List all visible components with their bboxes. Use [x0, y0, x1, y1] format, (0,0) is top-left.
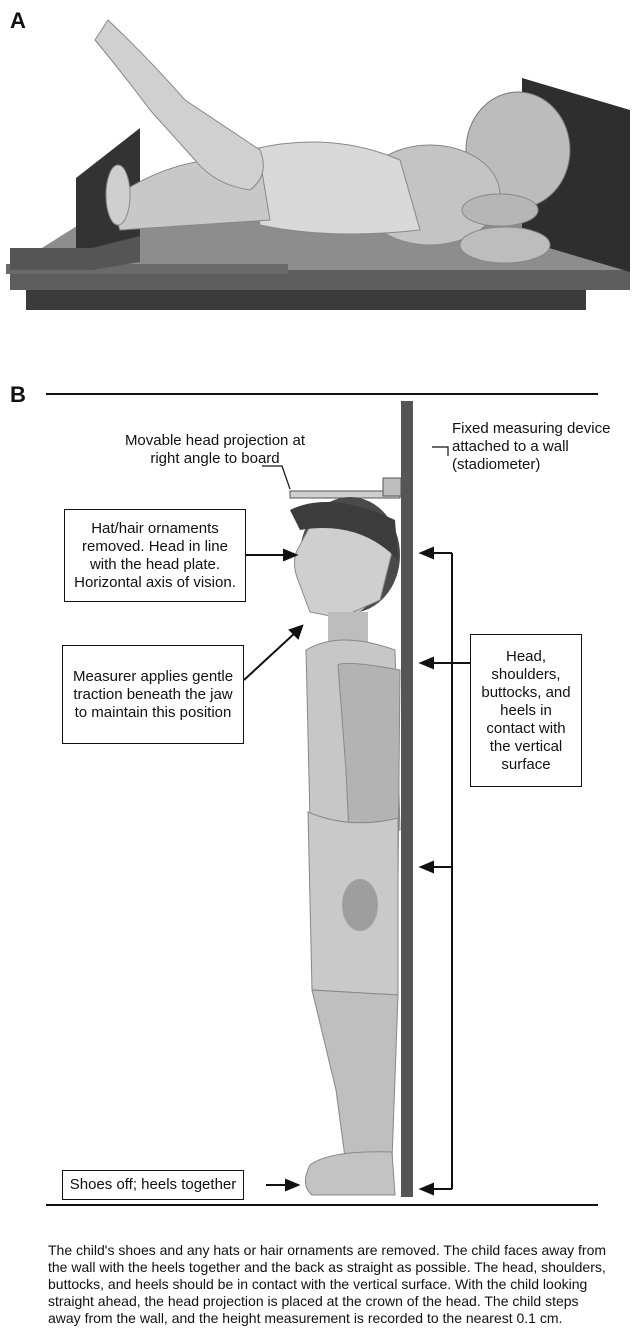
arrow-head-head-contact	[421, 548, 433, 558]
arrow-head-buttocks-contact	[421, 862, 433, 872]
contact-callout: Head, shoulders, buttocks, and heels in …	[470, 634, 582, 787]
child-neck	[328, 612, 368, 642]
arrow-head-hair	[284, 550, 296, 560]
head-plate-clamp	[383, 478, 401, 496]
arrow-head-heels-contact	[421, 1184, 433, 1194]
shoes-callout: Shoes off; heels together	[62, 1170, 244, 1200]
hat-hair-callout: Hat/hair ornaments removed. Head in line…	[64, 509, 246, 602]
head-projection-pointer	[262, 466, 290, 489]
arrow-head-heels	[286, 1180, 298, 1190]
figure-caption: The child's shoes and any hats or hair o…	[48, 1242, 608, 1327]
head-projection-label: Movable head projection at right angle t…	[120, 432, 310, 468]
stadiometer-label: Fixed measuring device attached to a wal…	[452, 420, 612, 474]
measurer-callout: Measurer applies gentle traction beneath…	[62, 645, 244, 744]
stadiometer-bar	[401, 401, 413, 1197]
child-figure	[290, 497, 400, 1195]
arrow-head-shoulders-contact	[421, 658, 433, 668]
stadiometer-pointer	[432, 447, 448, 456]
